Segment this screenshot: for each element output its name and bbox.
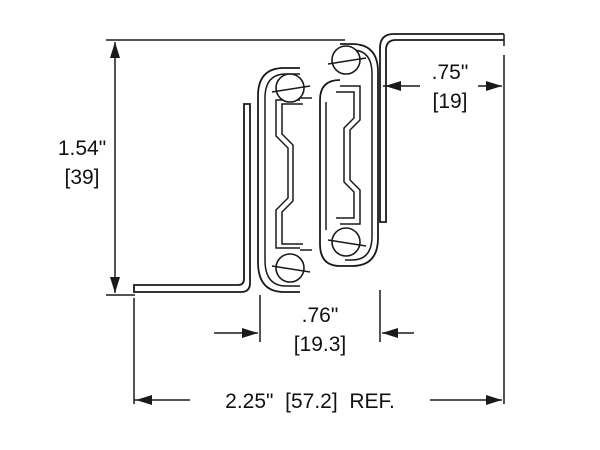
ball-bearing-bottom-left	[271, 253, 311, 283]
inner-channel	[319, 43, 379, 267]
ball-bearing-top-left	[271, 73, 311, 103]
height-mm-label: [39]	[64, 166, 99, 189]
overall-width-label: 2.25" [57.2] REF.	[225, 390, 395, 413]
height-extension-lines	[106, 39, 345, 296]
height-inch-label: 1.54"	[58, 137, 106, 160]
drawer-bracket	[379, 33, 505, 223]
body-width-mm-label: [19.3]	[294, 333, 347, 356]
overall-extension-lines	[133, 55, 505, 405]
cabinet-bracket	[133, 103, 251, 293]
body-width-inch-label: .76"	[302, 304, 339, 327]
flange-mm-label: [19]	[432, 90, 467, 113]
body-width-dimension-arrows	[214, 290, 414, 342]
ball-bearing-top-right	[327, 45, 367, 75]
outer-channel	[257, 67, 312, 293]
flange-inch-label: .75"	[432, 61, 469, 84]
ball-bearing-bottom-right	[327, 227, 367, 257]
flange-dimension-arrows	[383, 81, 502, 91]
